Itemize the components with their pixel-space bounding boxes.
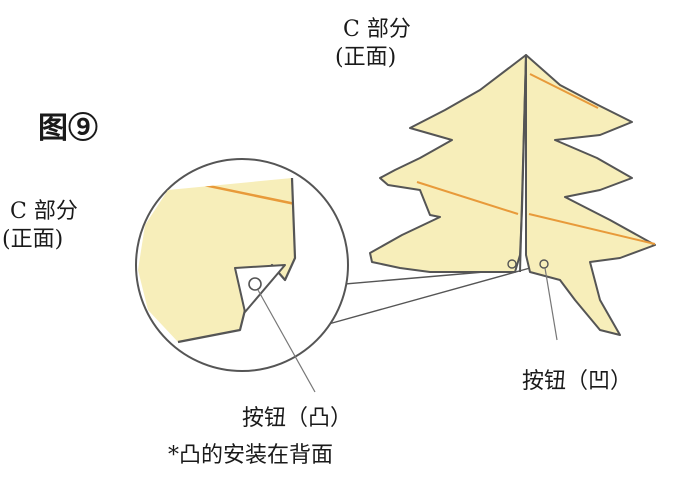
button-concave-label: 按钮（凹） — [522, 369, 633, 394]
button-concave-marker — [539, 259, 549, 269]
button-concave-leader — [544, 267, 558, 341]
tree-center-seam — [519, 54, 527, 273]
back-mount-note: *凸的安装在背面 — [168, 443, 334, 468]
fold-line-right-lower — [528, 213, 656, 245]
part-label-left: C 部分 (正面) — [2, 198, 78, 253]
part-label-top-name: C 部分 — [343, 17, 411, 42]
figure-label: 图⑨ — [38, 111, 98, 146]
fold-line-right-upper — [529, 73, 599, 109]
magnified-button-convex — [248, 277, 262, 291]
tree-left-half — [369, 54, 527, 273]
part-label-left-name: C 部分 — [10, 199, 78, 224]
part-label-top: C 部分 (正面) — [335, 16, 411, 71]
button-convex-label: 按钮（凸） — [242, 406, 353, 431]
part-label-top-side: (正面) — [335, 44, 397, 70]
fold-line-left-middle — [416, 181, 519, 215]
part-label-left-side: (正面) — [2, 226, 64, 252]
tree-right-half — [525, 54, 656, 336]
button-convex-leader — [257, 289, 316, 393]
button-convex-marker — [507, 259, 517, 269]
